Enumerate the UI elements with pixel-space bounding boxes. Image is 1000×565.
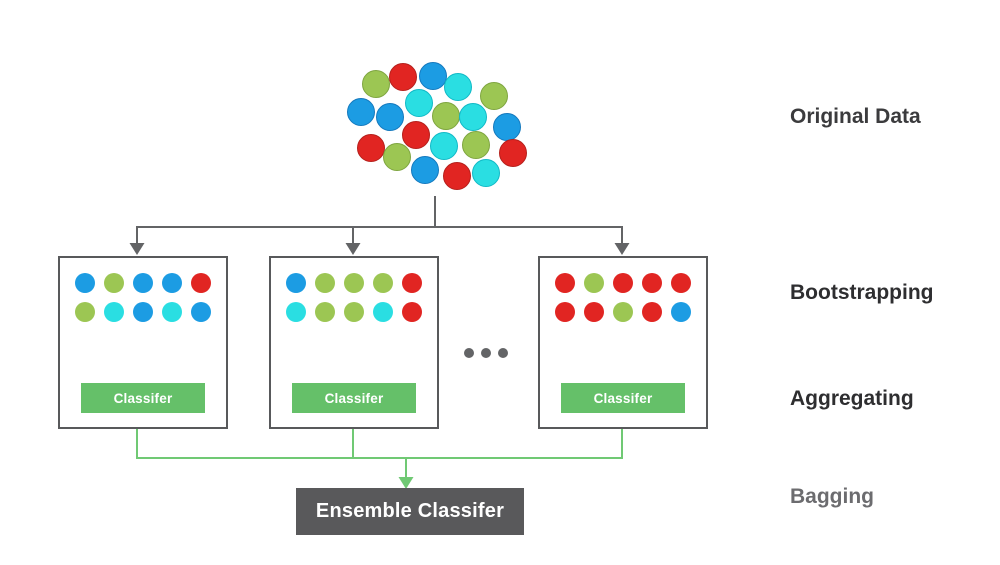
classifier-button: Classifer: [81, 383, 205, 413]
gray-split-connector: [129, 196, 630, 255]
bootstrap-sample-box-1: Classifer: [58, 256, 228, 429]
ellipsis-dot: [498, 348, 508, 358]
label-bagging: Bagging: [790, 485, 874, 508]
sample-dot-green: [104, 273, 124, 293]
classifier-button: Classifer: [561, 383, 685, 413]
sample-dot-green: [315, 302, 335, 322]
sample-dot-red: [584, 302, 604, 322]
sample-dot-red: [642, 302, 662, 322]
sample-dot-green: [373, 273, 393, 293]
sample-dot-red: [671, 273, 691, 293]
arrow-down-icon: [129, 243, 145, 255]
label-aggregating: Aggregating: [790, 387, 914, 410]
bootstrap-sample-box-3: Classifer: [538, 256, 708, 429]
arrow-down-icon: [614, 243, 630, 255]
sample-dot-cyan: [104, 302, 124, 322]
ellipsis-dot: [481, 348, 491, 358]
sample-dot-cyan: [286, 302, 306, 322]
sample-dot-blue: [162, 273, 182, 293]
ensemble-classifier-box: Ensemble Classifer: [296, 488, 524, 535]
sample-dot-green: [75, 302, 95, 322]
green-merge-connector: [136, 413, 623, 489]
sample-dot-red: [402, 273, 422, 293]
sample-dot-blue: [133, 273, 153, 293]
sample-dot-red: [555, 302, 575, 322]
ellipsis-dot: [464, 348, 474, 358]
sample-dot-green: [315, 273, 335, 293]
sample-dot-cyan: [373, 302, 393, 322]
sample-dot-red: [191, 273, 211, 293]
sample-dot-blue: [286, 273, 306, 293]
sample-dot-red: [613, 273, 633, 293]
sample-dot-blue: [133, 302, 153, 322]
sample-dot-blue: [75, 273, 95, 293]
sample-dot-green: [344, 273, 364, 293]
sample-dot-red: [555, 273, 575, 293]
sample-dot-green: [613, 302, 633, 322]
sample-dot-red: [642, 273, 662, 293]
bootstrap-sample-box-2: Classifer: [269, 256, 439, 429]
sample-dot-cyan: [162, 302, 182, 322]
classifier-button: Classifer: [292, 383, 416, 413]
arrow-down-icon: [345, 243, 361, 255]
sample-dot-blue: [671, 302, 691, 322]
sample-dot-red: [402, 302, 422, 322]
label-original-data: Original Data: [790, 105, 921, 128]
arrow-down-icon: [398, 477, 414, 489]
sample-dot-green: [584, 273, 604, 293]
sample-dot-green: [344, 302, 364, 322]
label-bootstrapping: Bootstrapping: [790, 281, 934, 304]
sample-dot-blue: [191, 302, 211, 322]
